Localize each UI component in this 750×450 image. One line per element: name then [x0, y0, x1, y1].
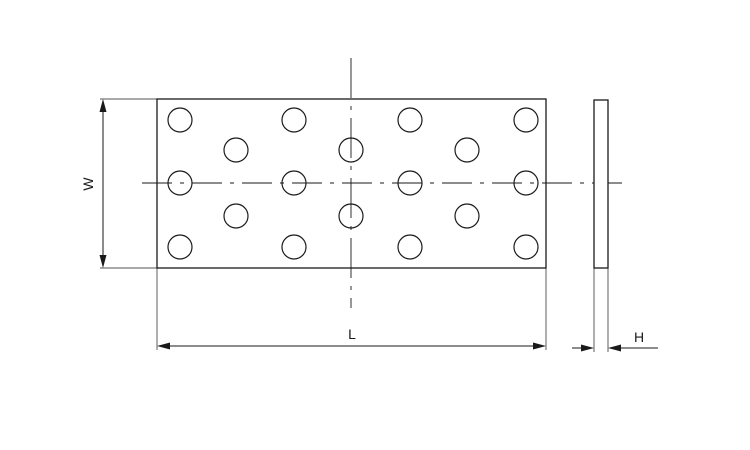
hole-15: [167, 234, 193, 260]
hole-5: [223, 137, 249, 163]
hole-16: [281, 234, 307, 260]
hole-17: [397, 234, 423, 260]
length-arrow-left: [157, 342, 170, 350]
hole-2: [281, 107, 307, 133]
hole-4: [513, 107, 539, 133]
hole-14: [454, 203, 480, 229]
thickness-label: H: [634, 329, 644, 345]
width-label: W: [80, 177, 96, 191]
plate-front-view: [156, 98, 547, 269]
width-arrow-top: [99, 99, 107, 112]
thickness-arrow-right: [608, 344, 621, 352]
width-arrow-bottom: [99, 255, 107, 268]
length-arrow-right: [533, 342, 546, 350]
thickness-arrow-left: [581, 344, 594, 352]
length-label: L: [348, 326, 356, 342]
hole-7: [454, 137, 480, 163]
plate-side-view: [593, 99, 609, 269]
hole-3: [397, 107, 423, 133]
hole-12: [223, 203, 249, 229]
hole-1: [167, 107, 193, 133]
hole-18: [513, 234, 539, 260]
